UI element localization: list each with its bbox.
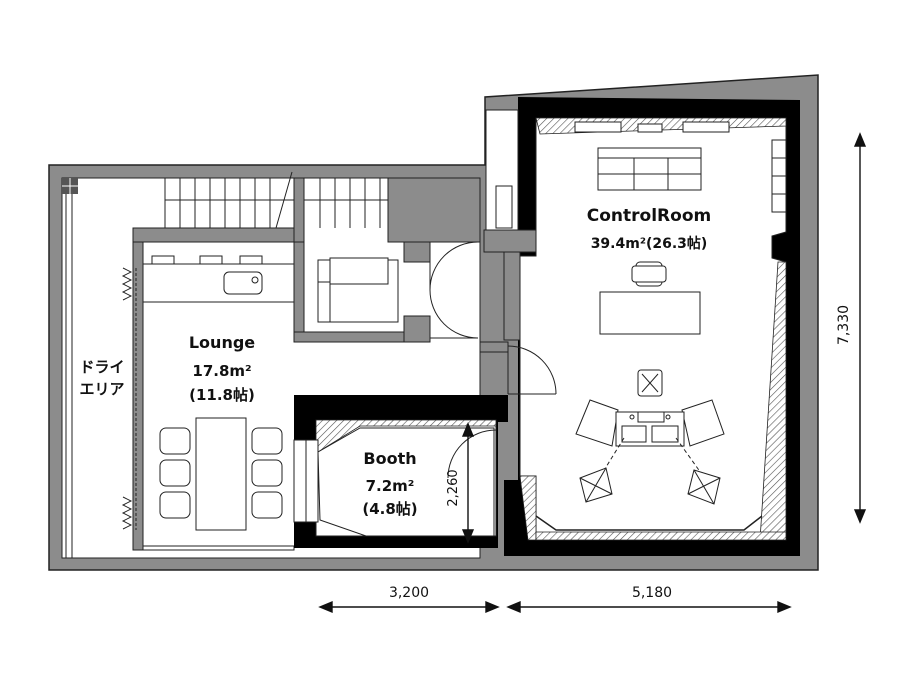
lounge-label: Lounge — [189, 333, 255, 352]
stairs-right — [304, 178, 388, 228]
control-room-left-wall — [483, 229, 537, 253]
dim-control-width: 5,180 — [632, 585, 672, 601]
control-room-left-inner — [503, 251, 521, 341]
booth-angled-wall — [317, 427, 495, 537]
front-glass-wall — [535, 515, 763, 531]
dry-area-label-2: エリア — [79, 380, 124, 398]
sliding-door-hinge-bottom — [121, 496, 133, 530]
control-room-label: ControlRoom — [587, 206, 711, 226]
lounge-area-jo: (11.8帖) — [189, 386, 255, 404]
stair-wall-right2 — [387, 177, 481, 243]
lounge-area: 17.8m² — [192, 362, 251, 380]
control-room-hatch-bottom — [535, 531, 787, 541]
mixing-console — [575, 399, 725, 447]
monitor-speakers — [579, 437, 721, 505]
lounge-bottom-wall — [142, 545, 295, 551]
control-room-top-fixtures — [574, 121, 730, 133]
booth-label: Booth — [363, 449, 416, 468]
control-room-left-cabinet — [495, 185, 513, 229]
dimension-lines — [318, 132, 867, 614]
restroom-fixtures — [317, 257, 399, 323]
sofa — [597, 147, 702, 191]
kitchen-counter — [142, 255, 295, 303]
restroom-wall-left — [293, 241, 305, 343]
booth-area-jo: (4.8帖) — [362, 500, 417, 518]
dining-set — [159, 417, 283, 531]
producer-desk — [599, 261, 701, 335]
stair-wall — [132, 227, 299, 243]
control-room-door — [507, 345, 557, 395]
dim-booth-width: 3,200 — [389, 585, 429, 601]
corridor-wall — [479, 341, 509, 353]
restroom-wall-right — [403, 241, 431, 263]
entry-doors — [429, 241, 480, 339]
engineer-chair — [637, 369, 663, 397]
booth-area: 7.2m² — [366, 477, 415, 495]
sliding-door-hinge-top — [121, 267, 133, 301]
dim-booth-depth: 2,260 — [446, 469, 461, 506]
control-room-area: 39.4m²(26.3帖) — [591, 235, 708, 252]
dry-area-inner-line — [65, 179, 73, 559]
control-room-right-shelves — [771, 139, 787, 213]
booth-door — [447, 429, 497, 479]
stairs-left — [164, 171, 294, 229]
dry-area-label-1: ドライ — [79, 358, 124, 376]
stair-wall-right — [293, 177, 305, 243]
dim-total-depth: 7,330 — [836, 305, 852, 345]
restroom-wall-right-b — [403, 315, 431, 343]
dry-area-wall — [132, 227, 144, 551]
